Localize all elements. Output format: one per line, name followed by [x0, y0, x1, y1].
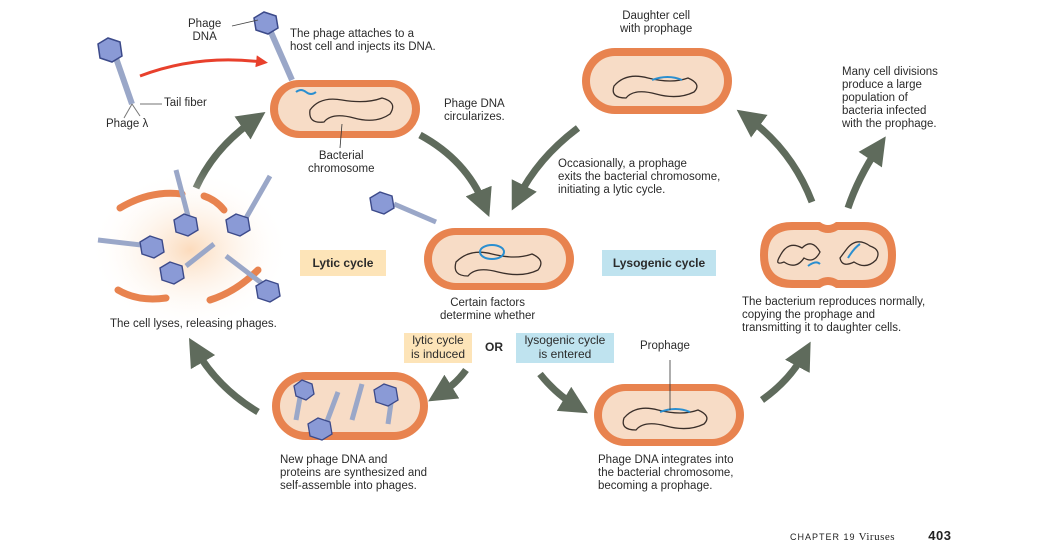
label-phage-lambda: Phage λ — [106, 118, 149, 130]
footer-title: Viruses — [858, 531, 896, 543]
arrow-assemble-to-lyse — [188, 337, 260, 416]
label-occasionally: Occasionally, a prophage exits the bacte… — [558, 158, 721, 196]
arrow-integrate-to-reproduce — [759, 341, 811, 403]
label-integrates: Phage DNA integrates into the bacterial … — [598, 454, 734, 492]
box-lytic-induced: lytic cycle is induced — [404, 333, 472, 363]
cycle-arrows — [188, 109, 886, 416]
label-daughter-cell: Daughter cell with prophage — [620, 10, 693, 35]
prophage-dividing — [807, 243, 861, 267]
label-bacterial-chromosome: Bacterial chromosome — [308, 150, 375, 175]
label-or: OR — [485, 340, 503, 354]
cell-attach — [270, 80, 420, 149]
prophage-daughter — [651, 76, 683, 81]
cell-assemble — [272, 372, 428, 441]
cell-dividing — [760, 222, 896, 288]
badge-lysogenic-cycle: Lysogenic cycle — [602, 250, 716, 276]
phage-attached — [231, 11, 295, 82]
label-tail-fiber: Tail fiber — [164, 97, 207, 109]
arrow-center-to-integrate — [537, 371, 589, 414]
label-new-phage: New phage DNA and proteins are synthesiz… — [280, 454, 428, 492]
arrow-reproduce-to-many — [844, 136, 886, 210]
bacterial-chromosome-center — [454, 251, 542, 277]
cell-daughter — [582, 48, 732, 114]
bacterial-chromosome-daughter — [612, 75, 698, 99]
label-many-divisions: Many cell divisions produce a large popu… — [842, 66, 938, 130]
label-cell-lyses: The cell lyses, releasing phages. — [110, 318, 277, 330]
page-footer: CHAPTER 19 Viruses 403 — [790, 528, 952, 543]
label-circularizes: Phage DNA circularizes. — [444, 98, 505, 123]
lysed-cell — [90, 169, 290, 330]
circular-phage-dna — [479, 244, 505, 260]
label-attaches: The phage attaches to a host cell and in… — [290, 28, 436, 53]
injection-arrow — [139, 55, 268, 78]
arrow-attach-to-center — [418, 131, 492, 217]
badge-lytic-cycle: Lytic cycle — [300, 250, 386, 276]
label-reproduces: The bacterium reproduces normally, copyi… — [742, 296, 926, 334]
prophage-integrated — [659, 408, 691, 413]
bacterial-chromosome-integrated — [622, 407, 708, 431]
cell-center — [424, 228, 574, 290]
label-phage-dna: Phage DNA — [188, 18, 222, 43]
cell-integrated — [594, 360, 744, 446]
bacterial-chromosome-dividing — [777, 241, 879, 267]
label-prophage: Prophage — [640, 340, 690, 352]
phage-lambda — [97, 37, 162, 119]
box-lysogenic-entered: lysogenic cycle is entered — [516, 333, 614, 363]
bacterial-chromosome-1 — [309, 97, 394, 123]
arrow-center-to-assemble — [428, 367, 469, 402]
phage-dna-strand-1 — [295, 89, 317, 95]
arrow-reproduce-to-daughter — [736, 109, 816, 204]
footer-page-number: 403 — [928, 528, 952, 543]
phage-free-center — [369, 191, 437, 225]
footer-chapter: CHAPTER 19 — [790, 532, 856, 542]
arrow-daughter-to-center — [511, 125, 581, 211]
label-certain-factors: Certain factors determine whether — [440, 297, 536, 322]
